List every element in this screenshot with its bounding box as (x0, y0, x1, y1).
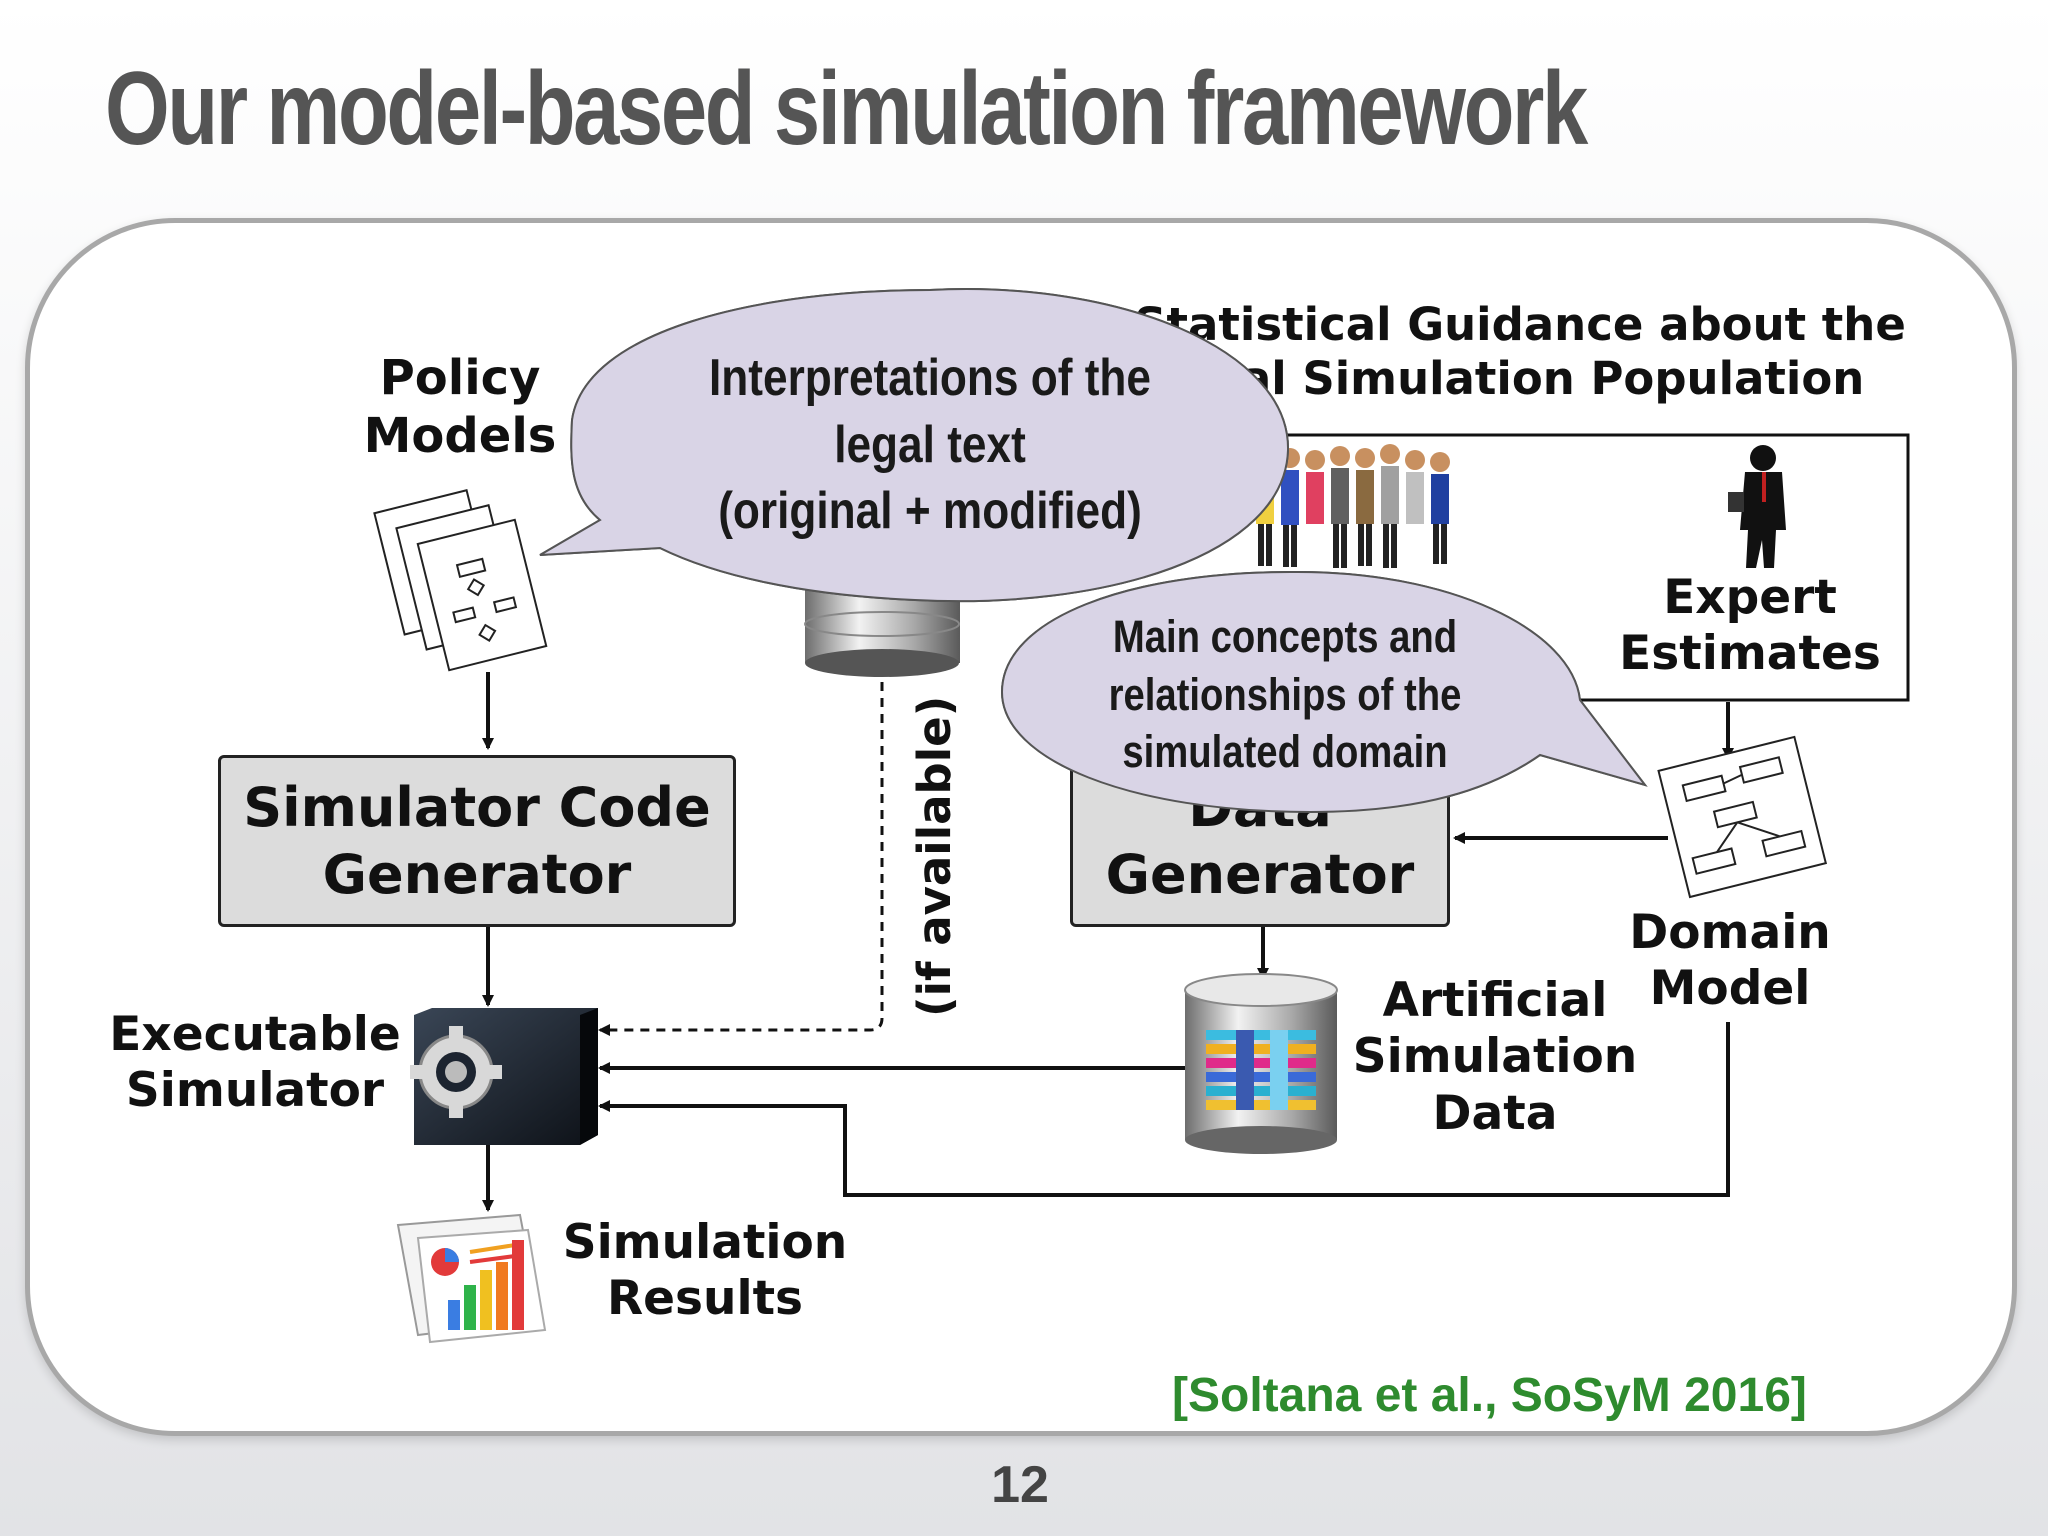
artificial-data-line-1: Artificial (1382, 973, 1608, 1028)
statistical-guidance-label: Statistical Guidance about the Real Simu… (1070, 298, 1970, 406)
report-chart-icon (396, 1213, 547, 1344)
codegen-line-1: Simulator Code (243, 775, 711, 839)
if-available-label: (if available) (908, 695, 961, 1017)
domain-concepts-line-3: simulated domain (1122, 726, 1448, 778)
statistical-guidance-line-1: Statistical Guidance about the (1134, 298, 1906, 351)
legal-text-line-1: Interpretations of the (708, 349, 1152, 407)
domain-concepts-line-1: Main concepts and (1112, 611, 1458, 662)
domain-model-line-2: Model (1649, 961, 1811, 1017)
executable-simulator-label: Executable Simulator (100, 1007, 410, 1120)
artificial-simulation-data-label: Artificial Simulation Data (1335, 973, 1655, 1142)
page-number: 12 (991, 1456, 1049, 1514)
policy-models-label: Policy Models (350, 350, 570, 465)
guidance-frame (1145, 433, 1910, 702)
policy-models-line-2: Models (363, 407, 557, 464)
simulator-gear-icon (410, 1008, 598, 1145)
simulation-results-line-2: Results (606, 1271, 804, 1327)
policy-models-line-1: Policy (379, 350, 541, 406)
citation: [Soltana et al., SoSyM 2016] (1172, 1369, 1807, 1422)
simulation-results-label: Simulation Results (555, 1215, 855, 1328)
domain-model-label: Domain Model (1600, 905, 1860, 1018)
legal-text-callout-text: Interpretations of the legal text (origi… (684, 345, 1177, 545)
arrow-legaltext-to-simulator (598, 682, 884, 1036)
flowchart-stack-icon (373, 489, 548, 672)
expert-estimates-label: Expert Estimates (1590, 570, 1910, 683)
expert-estimates-line-2: Estimates (1619, 626, 1881, 682)
domain-model-line-1: Domain (1629, 905, 1831, 960)
executable-simulator-line-1: Executable (109, 1007, 401, 1062)
arrow-domainmodel-to-simulator (598, 1022, 1730, 1197)
artificial-data-line-3: Data (1432, 1085, 1558, 1141)
data-generator-line-2: Generator (1105, 843, 1415, 906)
statistical-guidance-line-2: Real Simulation Population (1175, 352, 1865, 405)
domain-model-diagram-icon (1657, 735, 1828, 899)
artificial-data-line-2: Simulation (1352, 1029, 1638, 1085)
legal-text-line-2: legal text (834, 415, 1026, 474)
colorful-database-icon (1184, 973, 1338, 1154)
simulation-results-line-1: Simulation (562, 1215, 848, 1270)
simulator-code-generator-box: Simulator Code Generator (218, 755, 736, 927)
slide-title: Our model-based simulation framework (105, 51, 1588, 167)
domain-concepts-line-2: relationships of the (1108, 668, 1462, 720)
businessman-icon (1728, 445, 1786, 568)
expert-estimates-line-1: Expert (1663, 570, 1837, 625)
domain-concepts-callout-text: Main concepts and relationships of the s… (1081, 608, 1489, 781)
codegen-line-2: Generator (322, 843, 632, 906)
legal-text-line-3: (original + modified) (718, 482, 1142, 541)
executable-simulator-line-2: Simulator (125, 1063, 385, 1119)
